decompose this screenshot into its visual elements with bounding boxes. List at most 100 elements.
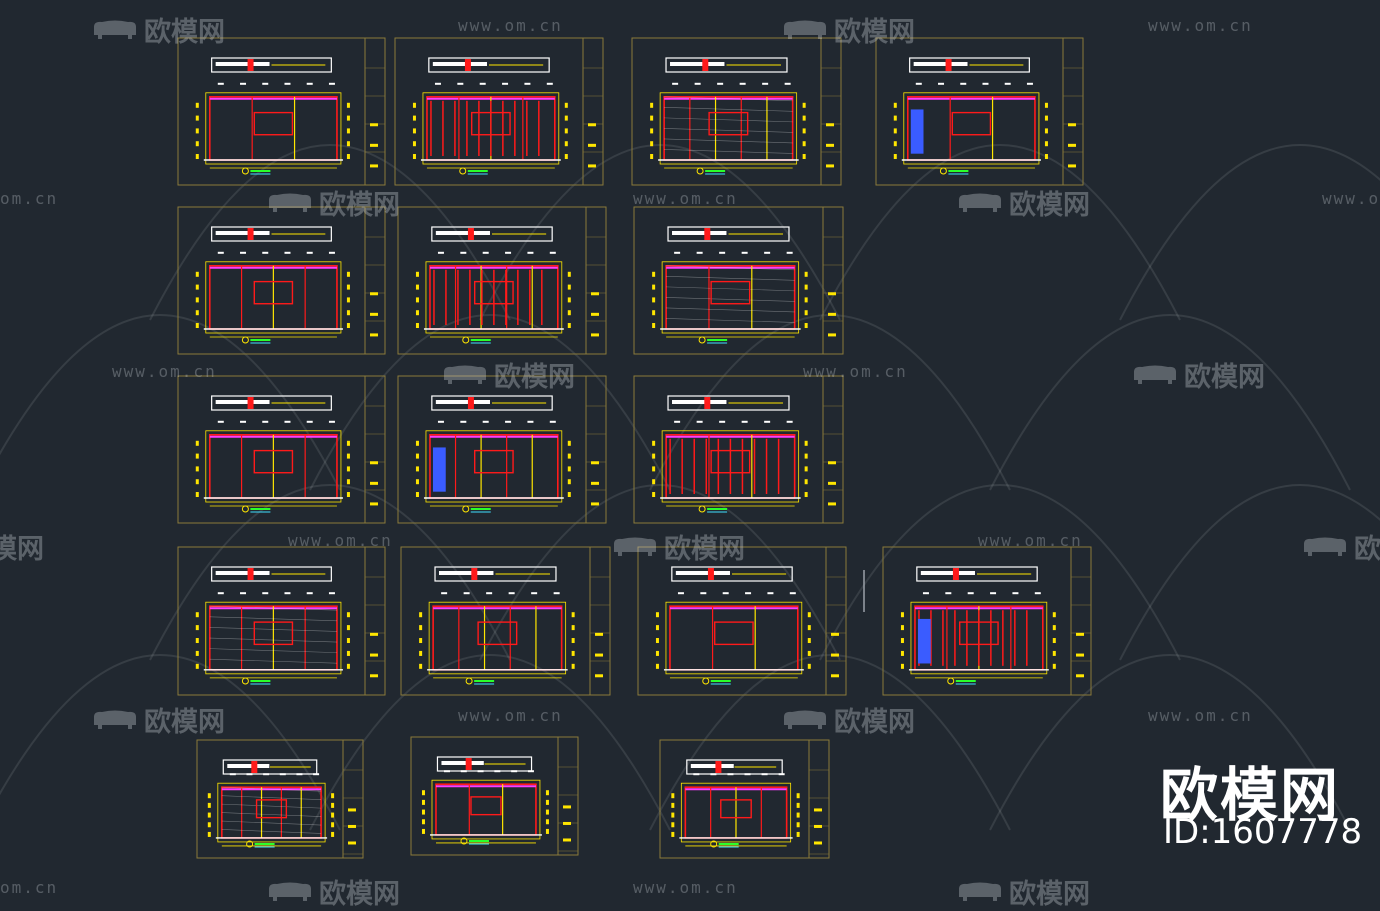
- plan-accent: [467, 397, 474, 409]
- elevation-blue-panel: [917, 618, 931, 664]
- watermark-url: om.cn: [0, 878, 59, 897]
- wall-hatch: [221, 786, 322, 792]
- dimension-label: [434, 82, 441, 85]
- title-block-mark: [591, 312, 599, 316]
- dimension-tick: [415, 492, 419, 498]
- drawing-sheet: [394, 37, 604, 186]
- wall-hatch: [666, 286, 795, 292]
- dimension-tick: [804, 453, 808, 459]
- dimension-tick: [346, 141, 350, 147]
- dimension-tick: [652, 479, 656, 485]
- dimension-label: [306, 592, 313, 595]
- dimension-tick: [545, 799, 549, 805]
- plan-strip: [667, 226, 790, 242]
- dimension-label: [694, 82, 701, 85]
- elevation-frame: [663, 96, 794, 161]
- dimension-tick: [331, 793, 335, 799]
- wall-hatch: [664, 96, 793, 102]
- caption-symbol: [241, 677, 249, 685]
- plan-accent: [467, 228, 474, 240]
- plan-wall: [215, 571, 270, 575]
- dimension-tick: [207, 812, 211, 818]
- dimension-tick: [564, 102, 568, 108]
- title-block-mark: [595, 653, 603, 657]
- dimension-tick: [804, 271, 808, 277]
- dimension-tick: [346, 650, 350, 656]
- dimension-tick: [195, 479, 199, 485]
- dimension-tick: [796, 831, 800, 837]
- dimension-label: [744, 773, 751, 776]
- sheet-frame: [177, 206, 386, 355]
- caption-symbol: [939, 167, 947, 175]
- watermark-url: www.om.cn: [458, 16, 563, 35]
- watermark-arc: [989, 654, 1351, 831]
- dimension-tick: [650, 141, 654, 147]
- title-block-mark: [370, 653, 378, 657]
- wall-hatch: [221, 820, 322, 826]
- dimension-label: [328, 592, 335, 595]
- dimension-label: [217, 82, 224, 85]
- watermark-url: www.om.cn: [288, 531, 393, 550]
- plan-strip: [916, 566, 1038, 582]
- dimension-tick: [671, 822, 675, 828]
- dimension-tick: [796, 822, 800, 828]
- wall-hatch: [664, 138, 793, 144]
- dimension-label: [460, 770, 467, 773]
- dimension-tick: [331, 822, 335, 828]
- elevation-feature: [470, 796, 502, 816]
- dimension-tick: [796, 793, 800, 799]
- dimension-tick: [346, 466, 350, 472]
- elevation-feature: [253, 280, 294, 305]
- dimension-label: [696, 251, 703, 254]
- title-block-mark: [814, 841, 822, 845]
- dimension-tick: [807, 612, 811, 618]
- dimension-label: [240, 592, 247, 595]
- dimension-label: [284, 82, 291, 85]
- caption-symbol: [698, 505, 706, 513]
- dimension-tick: [802, 102, 806, 108]
- elevation-outline: [910, 601, 1048, 675]
- title-block-mark: [370, 481, 378, 485]
- watermark-logo-text: 欧模网: [319, 190, 400, 221]
- dimension-tick: [650, 102, 654, 108]
- title-block-mark: [1068, 164, 1076, 168]
- elevation-outline: [422, 92, 560, 165]
- watermark-logo-text: 欧模网: [1184, 362, 1265, 393]
- dimension-tick: [900, 663, 904, 669]
- dimension-tick: [655, 612, 659, 618]
- dimension-tick: [346, 323, 350, 329]
- drawing-sheet: [177, 546, 386, 696]
- dimension-tick: [195, 310, 199, 316]
- dimension-label: [482, 251, 489, 254]
- plan-accent: [247, 397, 254, 409]
- dimension-tick: [346, 492, 350, 498]
- drawing-sheets: [177, 37, 1092, 859]
- watermark-logo: 欧模网: [265, 872, 400, 911]
- dimension-tick: [412, 128, 416, 134]
- caption-symbol: [462, 505, 470, 513]
- dimension-label: [460, 251, 467, 254]
- elevation-frame: [429, 433, 559, 499]
- elevation-frame: [665, 264, 796, 330]
- title-block-mark: [370, 123, 378, 127]
- watermark-logo: 欧模网: [440, 355, 575, 394]
- dimension-tick: [415, 466, 419, 472]
- watermark-arc: [149, 144, 511, 321]
- dimension-tick: [564, 128, 568, 134]
- elevation-outline: [680, 782, 792, 843]
- dimension-tick: [346, 297, 350, 303]
- elevation-outline: [659, 92, 798, 165]
- dimension-tick: [195, 102, 199, 108]
- dimension-tick: [415, 284, 419, 290]
- dimension-label: [306, 420, 313, 423]
- wall-hatch: [666, 307, 795, 313]
- plan-wall: [432, 62, 487, 66]
- elevation-outline: [661, 261, 800, 334]
- dimension-tick: [545, 809, 549, 815]
- watermark-url: www.om.cn: [633, 189, 738, 208]
- dimension-label: [938, 82, 945, 85]
- dimension-tick: [346, 102, 350, 108]
- dimension-tick: [1044, 128, 1048, 134]
- drawing-sheet: [397, 375, 607, 524]
- plan-wall: [435, 400, 490, 404]
